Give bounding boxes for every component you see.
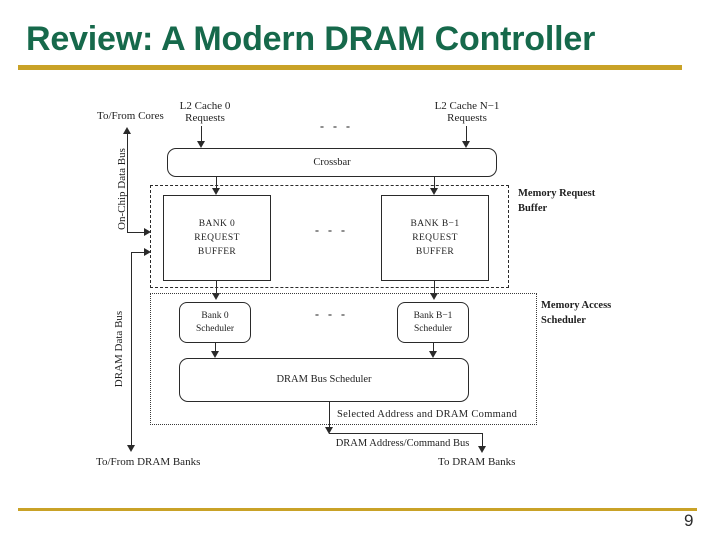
crossbar-label: Crossbar — [313, 156, 351, 168]
arrow-down-icon — [325, 427, 333, 434]
bankb-to-sched-line — [434, 281, 435, 294]
bank0-scheduler-box: Bank 0 Scheduler — [179, 302, 251, 343]
footer-rule — [18, 508, 697, 511]
label-l2-cache-n: L2 Cache N−1 Requests — [434, 100, 500, 124]
label-dram-data-bus: DRAM Data Bus — [113, 310, 125, 388]
label-l2-cache-0: L2 Cache 0 Requests — [179, 100, 231, 124]
crossbar-to-bank0-line — [216, 177, 217, 189]
dram-bus-scheduler-box: DRAM Bus Scheduler — [179, 358, 469, 402]
ellipsis-schedulers: - - - — [315, 307, 345, 321]
label-dram-addr-cmd-bus: DRAM Address/Command Bus — [335, 438, 470, 449]
bank0-to-sched-line — [216, 281, 217, 294]
arrow-down-icon — [212, 188, 220, 195]
crossbar-box: Crossbar — [167, 148, 497, 177]
bankb-scheduler-box: Bank B−1 Scheduler — [397, 302, 469, 343]
crossbar-to-bankb-line — [434, 177, 435, 189]
arrow-down-icon — [478, 446, 486, 453]
l2-0-request-line — [201, 126, 202, 142]
arrow-down-icon — [430, 293, 438, 300]
arrow-down-icon — [430, 188, 438, 195]
addr-cmd-bus-vline — [482, 433, 483, 447]
addr-cmd-bus-hline — [329, 433, 483, 434]
arrow-down-icon — [197, 141, 205, 148]
label-to-dram-banks: To DRAM Banks — [438, 456, 516, 468]
label-on-chip-data-bus: On-Chip Data Bus — [116, 148, 128, 230]
page-number: 9 — [684, 511, 694, 530]
label-selected-address: Selected Address and DRAM Command — [337, 409, 518, 420]
memory-request-buffer-region — [150, 185, 509, 288]
arrow-up-icon — [123, 127, 131, 134]
arrow-down-icon — [127, 445, 135, 452]
memory-access-scheduler-region — [150, 293, 537, 425]
dram-data-bus-line — [131, 252, 132, 446]
selected-address-line — [329, 402, 330, 428]
ellipsis-top: - - - — [320, 119, 350, 133]
arrow-down-icon — [211, 351, 219, 358]
on-chip-data-bus-elbow — [127, 232, 144, 233]
schedb-to-dbs-line — [433, 343, 434, 352]
arrow-down-icon — [429, 351, 437, 358]
arrow-right-icon — [144, 228, 151, 236]
label-memory-request-buffer: Memory Request Buffer — [518, 188, 596, 214]
title-underline — [18, 65, 682, 70]
l2-n-request-line — [466, 126, 467, 142]
arrow-right-icon — [144, 248, 151, 256]
arrow-down-icon — [212, 293, 220, 300]
page-title: Review: A Modern DRAM Controller — [26, 20, 596, 58]
bank0-request-buffer-box: BANK 0 REQUEST BUFFER — [163, 195, 271, 281]
bankb-request-buffer-box: BANK B−1 REQUEST BUFFER — [381, 195, 489, 281]
label-to-from-dram-banks: To/From DRAM Banks — [96, 456, 201, 468]
label-memory-access-scheduler: Memory Access Scheduler — [541, 300, 612, 326]
arrow-down-icon — [462, 141, 470, 148]
ellipsis-banks: - - - — [315, 223, 345, 237]
label-to-from-cores: To/From Cores — [97, 110, 164, 122]
sched0-to-dbs-line — [215, 343, 216, 352]
on-chip-data-bus-line — [127, 134, 128, 233]
dram-data-bus-elbow — [131, 252, 144, 253]
